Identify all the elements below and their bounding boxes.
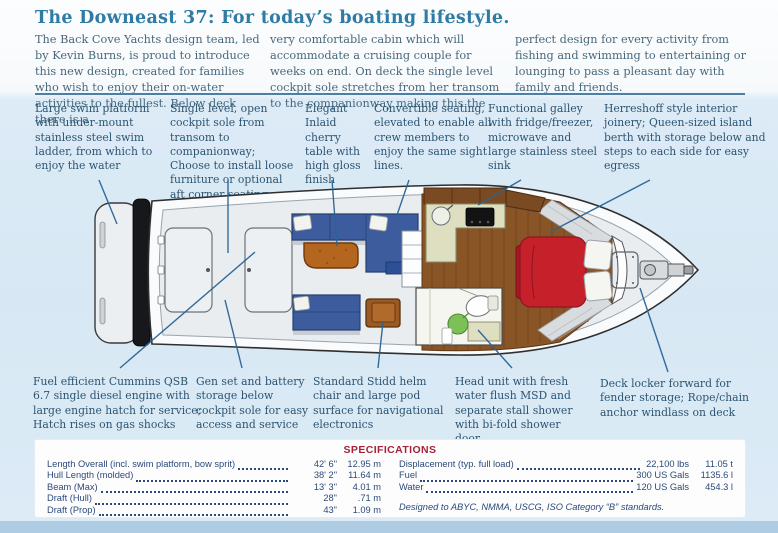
callout-convertible-seating: Convertible seating, elevated to enable … bbox=[374, 102, 492, 172]
bow-deck bbox=[611, 251, 694, 289]
intro-paragraph-2: very comfortable cabin which will accomm… bbox=[270, 33, 500, 111]
transom bbox=[132, 198, 151, 347]
callout-cherry-table: Elegant Inlaid cherry table with high gl… bbox=[305, 102, 361, 187]
head-compartment bbox=[415, 287, 503, 346]
anchor-windlass bbox=[639, 260, 694, 280]
callout-engine: Fuel efficient Cummins QSB 6.7 single di… bbox=[33, 375, 202, 431]
settee-forward bbox=[292, 294, 361, 335]
callout-deck-locker: Deck locker forward for fender storage; … bbox=[600, 377, 749, 419]
specifications-heading: SPECIFICATIONS bbox=[343, 444, 437, 456]
dot-leader bbox=[136, 474, 288, 482]
callout-galley: Functional galley with fridge/freezer, m… bbox=[488, 102, 597, 172]
galley-sink bbox=[431, 206, 451, 226]
bottom-blue-strip bbox=[0, 521, 778, 533]
spec-row-hull-length: Hull Length (molded) 38' 2"11.64 m bbox=[47, 470, 381, 482]
dot-leader bbox=[94, 497, 288, 505]
spec-row-beam: Beam (Max) 13' 3"4.01 m bbox=[47, 481, 381, 494]
berth-pillow bbox=[583, 270, 613, 302]
dot-leader bbox=[100, 485, 288, 494]
specifications-table: SPECIFICATIONS Length Overall (incl. swi… bbox=[35, 440, 745, 517]
berth-pillow bbox=[583, 239, 613, 271]
helm-pod bbox=[365, 261, 405, 328]
companionway-steps bbox=[401, 230, 425, 288]
intro-paragraph-1: The Back Cove Yachts design team, led by… bbox=[35, 33, 260, 127]
deck-locker-hatch bbox=[611, 251, 639, 289]
standards-footnote: Designed to ABYC, NMMA, USCG, ISO Catego… bbox=[399, 502, 665, 513]
callout-interior-joinery: Herreshoff style interior joinery; Queen… bbox=[604, 102, 766, 172]
dot-leader bbox=[426, 485, 634, 494]
callout-swim-platform: Large swim platform with under-mount sta… bbox=[35, 102, 153, 172]
galley-stove bbox=[465, 207, 495, 227]
spec-column-left: Length Overall (incl. swim platform, bow… bbox=[47, 459, 381, 517]
dot-leader bbox=[238, 462, 288, 471]
callout-head-unit: Head unit with fresh water flush MSD and… bbox=[455, 375, 573, 445]
leader-lines bbox=[98, 179, 669, 373]
horizontal-divider bbox=[35, 93, 745, 95]
dot-leader bbox=[516, 462, 640, 471]
spec-row-draft-prop: Draft (Prop) 43"1.09 m bbox=[47, 504, 381, 517]
galley bbox=[423, 187, 546, 263]
dot-leader bbox=[420, 474, 634, 482]
swim-platform bbox=[94, 202, 141, 344]
callout-gen-set: Gen set and battery storage below cockpi… bbox=[196, 375, 309, 431]
queen-berth bbox=[515, 236, 613, 308]
intro-paragraph-3: perfect design for every activity from f… bbox=[515, 33, 746, 95]
callout-helm-chair: Standard Stidd helm chair and large pod … bbox=[313, 375, 444, 431]
dot-leader bbox=[98, 508, 288, 517]
head-sink bbox=[447, 313, 469, 335]
page-title: The Downeast 37: For today’s boating lif… bbox=[35, 8, 510, 28]
cherry-table bbox=[303, 242, 359, 269]
spec-row-draft-hull: Draft (Hull) 28".71 m bbox=[47, 493, 381, 505]
spec-column-right: Displacement (typ. full load) 22,100 lbs… bbox=[399, 459, 733, 516]
spec-row-displacement: Displacement (typ. full load) 22,100 lbs… bbox=[399, 459, 733, 471]
cockpit-hatches bbox=[157, 227, 293, 313]
spec-row-length-overall: Length Overall (incl. swim platform, bow… bbox=[47, 459, 381, 471]
